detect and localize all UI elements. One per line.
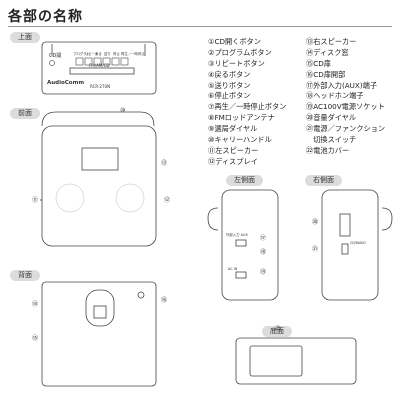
left-speaker-grille: [55, 183, 85, 213]
part-item: ⑩キャリーハンドル: [208, 135, 272, 145]
top-button-label: 送り: [104, 51, 111, 56]
program-button-icon: [75, 57, 84, 66]
callout-number: ⑬: [161, 159, 167, 167]
top-button-label: プログラム: [73, 51, 90, 56]
callout-number: ㉒: [275, 325, 281, 333]
top-view-body: [41, 41, 157, 95]
play-pause-button-icon: [120, 57, 129, 66]
part-item: ⑭ディスク窓: [306, 47, 349, 57]
top-view-buttons: [49, 57, 129, 66]
right-side-handle-icon: [381, 207, 393, 231]
callout-number: ⑪: [32, 196, 38, 204]
freq-text: FM/AM/CD: [89, 63, 110, 68]
part-item: ④戻るボタン: [208, 69, 251, 79]
display-panel: [81, 147, 119, 171]
part-item: ⑰外部入力(AUX)端子: [306, 80, 378, 90]
front-view-body: [41, 125, 157, 247]
cd-door-open-tab-icon: [137, 291, 145, 299]
callout-number: ⑲: [260, 268, 266, 276]
callout-number: ㉑: [312, 245, 318, 253]
cd-open-button-icon: [49, 60, 55, 66]
section-label-left-side: 左側面: [226, 175, 263, 186]
part-item: ⑥停止ボタン: [208, 91, 251, 101]
part-item: ㉒電池カバー: [306, 145, 350, 155]
part-item: 切換スイッチ: [306, 135, 357, 145]
callout-number: ⑩: [120, 107, 125, 114]
callout-number: ⑮: [32, 334, 38, 342]
part-item: ⑫ディスプレイ: [208, 156, 258, 166]
repeat-button-icon: [84, 57, 93, 66]
section-label-top: 上面: [10, 32, 40, 43]
right-speaker-grille: [115, 183, 145, 213]
callout-number: ⑫: [164, 196, 170, 204]
part-item: ⑦再生／一時停止ボタン: [208, 102, 287, 112]
back-view-body: [41, 281, 157, 387]
title-divider: [8, 26, 392, 27]
volume-dial-icon: [339, 213, 351, 237]
brand-logo: AudioComm: [47, 80, 84, 86]
ac-in-jack-icon: [235, 271, 247, 279]
stop-button-icon: [111, 57, 120, 66]
top-button-label: 戻る: [95, 51, 102, 56]
part-item: ⑬右スピーカー: [306, 37, 357, 46]
part-item: ⑨選局ダイヤル: [208, 124, 258, 134]
forward-button-icon: [102, 57, 111, 66]
aux-jack-icon: [235, 239, 247, 247]
part-item: ②プログラムボタン: [208, 47, 272, 57]
part-item: ⑤送りボタン: [208, 80, 251, 90]
bottom-view-body: [235, 337, 357, 385]
callout-number: ⑭: [32, 300, 38, 308]
battery-cover: [249, 345, 303, 377]
left-jack-label: AC IN: [228, 267, 238, 271]
left-side-body: [221, 189, 279, 301]
section-label-front: 前面: [10, 108, 40, 119]
top-view-display-window: [69, 67, 135, 75]
disc-window-inner: [93, 305, 107, 319]
back-button-icon: [93, 57, 102, 66]
model-text: RCR-270N: [90, 84, 110, 89]
section-label-back: 背面: [10, 270, 40, 281]
part-item: ⑱ヘッドホン端子: [306, 91, 364, 101]
parts-list-right: ⑬右スピーカー ⑭ディスク窓 ⑮CD扉 ⑯CD扉開部 ⑰外部入力(AUX)端子 …: [306, 37, 385, 157]
disc-window: [85, 289, 115, 327]
carry-handle-icon: [41, 111, 155, 127]
callout-number: ⑰: [260, 234, 266, 242]
part-item: ⑲AC100V電源ソケット: [306, 102, 385, 112]
parts-list-left: ①CD開くボタン ②プログラムボタン ③リピートボタン ④戻るボタン ⑤送りボタ…: [208, 37, 286, 168]
left-jack-label: 外部入力 AUX: [226, 232, 248, 237]
callout-number: ⑯: [161, 296, 167, 304]
part-item: ⑮CD扉: [306, 58, 331, 68]
section-label-right-side: 右側面: [305, 175, 342, 186]
part-item: ⑳音量ダイヤル: [306, 113, 357, 123]
right-side-body: [321, 189, 379, 301]
part-item: ⑯CD扉開部: [306, 69, 346, 79]
part-item: ①CD開くボタン: [208, 37, 261, 46]
part-item: ㉑電源／ファンクション: [306, 124, 386, 134]
callout-number: ⑱: [260, 248, 266, 256]
part-item: ⑪左スピーカー: [208, 145, 259, 155]
cd-open-label: CD開: [49, 53, 61, 59]
part-item: ③リピートボタン: [208, 58, 265, 68]
part-item: ⑧FMロッドアンテナ: [208, 113, 275, 123]
top-button-label: 再生／一時停止: [121, 51, 145, 56]
power-function-switch-icon: [341, 243, 349, 255]
top-button-label: 停止: [113, 51, 120, 56]
section-label-bottom: 底面: [262, 326, 292, 337]
left-side-handle-icon: [207, 207, 219, 231]
page-title: 各部の名称: [8, 9, 83, 25]
top-button-label: リピート: [85, 51, 99, 56]
right-switch-label: CD/RADIO: [350, 241, 366, 245]
callout-number: ⑳: [312, 218, 318, 226]
